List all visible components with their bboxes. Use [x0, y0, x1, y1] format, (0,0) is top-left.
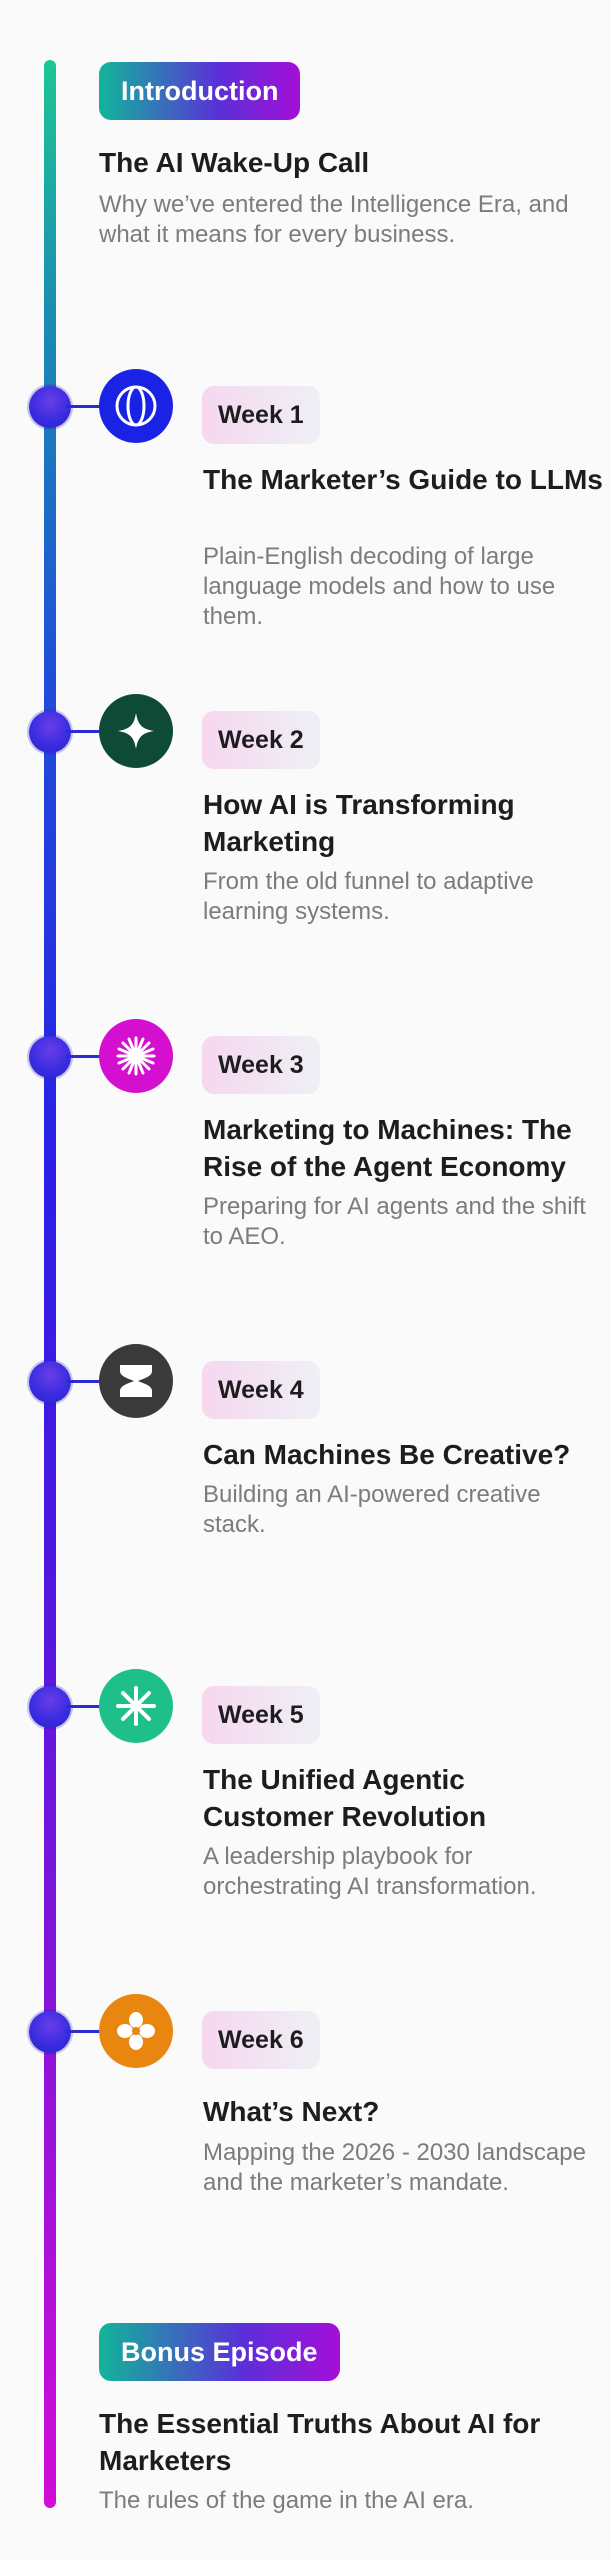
- connector-line: [66, 2030, 106, 2033]
- week-5-node: [0, 1666, 200, 1746]
- week-4-title[interactable]: Can Machines Be Creative?: [203, 1439, 571, 1470]
- connector-line: [66, 730, 106, 733]
- timeline-dot: [29, 1686, 71, 1728]
- timeline-dot: [29, 2011, 71, 2053]
- bonus-title[interactable]: The Essential Truths About AI for Market…: [99, 2408, 541, 2476]
- starburst-icon: [99, 1019, 173, 1093]
- timeline-rail: [44, 60, 56, 2508]
- week-3-node: [0, 1016, 200, 1096]
- timeline-dot: [29, 386, 71, 428]
- connector-line: [66, 1380, 106, 1383]
- week-5-desc: A leadership playbook for orchestrating …: [203, 1843, 537, 1900]
- bonus-desc: The rules of the game in the AI era.: [99, 2487, 474, 2514]
- week-2-desc: From the old funnel to adaptive learning…: [203, 868, 534, 925]
- week-3-desc: Preparing for AI agents and the shift to…: [203, 1193, 586, 1250]
- asterisk-icon: [99, 1669, 173, 1743]
- week-2-node: [0, 691, 200, 771]
- hourglass-icon: [99, 1344, 173, 1418]
- connector-line: [66, 1055, 106, 1058]
- connector-line: [66, 405, 106, 408]
- week-3-title[interactable]: Marketing to Machines: The Rise of the A…: [203, 1114, 572, 1182]
- clover-icon: [99, 1994, 173, 2068]
- week-4-desc: Building an AI-powered creative stack.: [203, 1481, 541, 1538]
- week-6-node: [0, 1991, 200, 2071]
- connector-line: [66, 1705, 106, 1708]
- timeline-dot: [29, 1361, 71, 1403]
- week-1-node: [0, 366, 200, 446]
- bonus-pill: Bonus Episode: [99, 2323, 340, 2381]
- week-2-title[interactable]: How AI is Transforming Marketing: [203, 789, 515, 857]
- week-6-desc: Mapping the 2026 - 2030 landscape and th…: [203, 2139, 586, 2196]
- intro-desc: Why we’ve entered the Intelligence Era, …: [99, 191, 569, 248]
- intro-pill: Introduction: [99, 62, 301, 120]
- sparkle-icon: [99, 694, 173, 768]
- intro-title[interactable]: The AI Wake-Up Call: [99, 147, 370, 178]
- week-2-badge: Week 2: [202, 711, 320, 769]
- globe-icon: [99, 369, 173, 443]
- timeline-dot: [29, 1036, 71, 1078]
- week-1-badge: Week 1: [202, 386, 320, 444]
- week-1-title[interactable]: The Marketer’s Guide to LLMs: [203, 464, 603, 495]
- week-1-desc: Plain-English decoding of large language…: [203, 543, 556, 630]
- week-6-title[interactable]: What’s Next?: [203, 2096, 380, 2127]
- timeline-dot: [29, 711, 71, 753]
- week-3-badge: Week 3: [202, 1036, 320, 1094]
- week-4-node: [0, 1341, 200, 1421]
- week-5-badge: Week 5: [202, 1686, 320, 1744]
- week-5-title[interactable]: The Unified Agentic Customer Revolution: [203, 1764, 487, 1832]
- week-6-badge: Week 6: [202, 2011, 320, 2069]
- week-4-badge: Week 4: [202, 1361, 320, 1419]
